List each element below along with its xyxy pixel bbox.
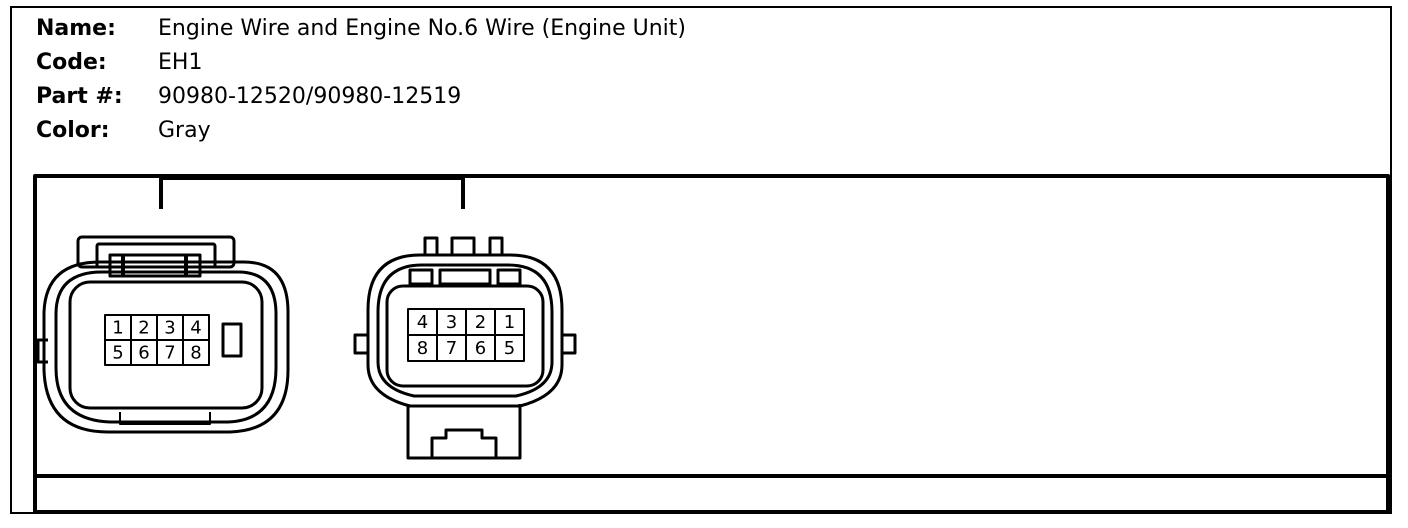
- female-pin-number: 2: [138, 318, 149, 339]
- pair-bracket: [159, 176, 465, 209]
- female-pin-number: 1: [112, 318, 123, 339]
- male-pin-number: 5: [504, 338, 515, 359]
- male-pin-number: 2: [475, 312, 486, 333]
- male-pin-number: 1: [504, 312, 515, 333]
- male-lock-latch: [430, 428, 498, 458]
- part-label: Part #:: [36, 84, 123, 109]
- female-latch-inner: [95, 242, 217, 269]
- male-top-notch-right: [496, 268, 522, 286]
- male-pin-number: 4: [417, 312, 428, 333]
- male-top-notch-center: [438, 268, 492, 286]
- male-lock-housing: [406, 404, 522, 460]
- female-shell-inner: [68, 280, 264, 410]
- male-side-tab-left: [353, 333, 370, 355]
- female-pin-cell: [182, 339, 210, 366]
- female-latch-rib-left: [121, 255, 125, 276]
- code-label: Code:: [36, 50, 107, 75]
- female-pin-number: 5: [112, 343, 123, 364]
- male-pin-cell: [494, 334, 525, 362]
- female-pin-number: 3: [164, 318, 175, 339]
- male-pin-number: 6: [475, 338, 486, 359]
- part-value: 90980-12520/90980-12519: [158, 84, 462, 109]
- female-shell-outer: [42, 260, 290, 434]
- female-pin-number: 7: [164, 343, 175, 364]
- color-value: Gray: [158, 118, 211, 143]
- male-top-post-center: [450, 236, 476, 257]
- male-top-post-left: [423, 236, 439, 257]
- name-label: Name:: [36, 16, 116, 41]
- female-side-tab: [36, 338, 48, 364]
- female-pin-number: 6: [138, 343, 149, 364]
- female-lock-tab: [221, 322, 243, 358]
- male-pin-number: 3: [446, 312, 457, 333]
- male-side-tab-right: [560, 333, 577, 355]
- female-latch-rib-right: [184, 255, 188, 276]
- female-pin-number: 8: [190, 343, 201, 364]
- female-latch-slot: [108, 253, 202, 278]
- male-top-notch-left: [408, 268, 434, 286]
- female-shell-mid: [54, 270, 278, 424]
- male-shell-mid: [376, 263, 554, 398]
- female-pin-number: 4: [190, 318, 201, 339]
- female-bottom-rib: [119, 412, 211, 425]
- male-pin-number: 7: [446, 338, 457, 359]
- male-shell-inner: [385, 284, 545, 388]
- color-label: Color:: [36, 118, 110, 143]
- male-pin-number: 8: [417, 338, 428, 359]
- code-value: EH1: [158, 50, 203, 75]
- male-top-post-right: [488, 236, 504, 257]
- name-value: Engine Wire and Engine No.6 Wire (Engine…: [158, 16, 686, 41]
- bottom-strip: [33, 474, 1390, 514]
